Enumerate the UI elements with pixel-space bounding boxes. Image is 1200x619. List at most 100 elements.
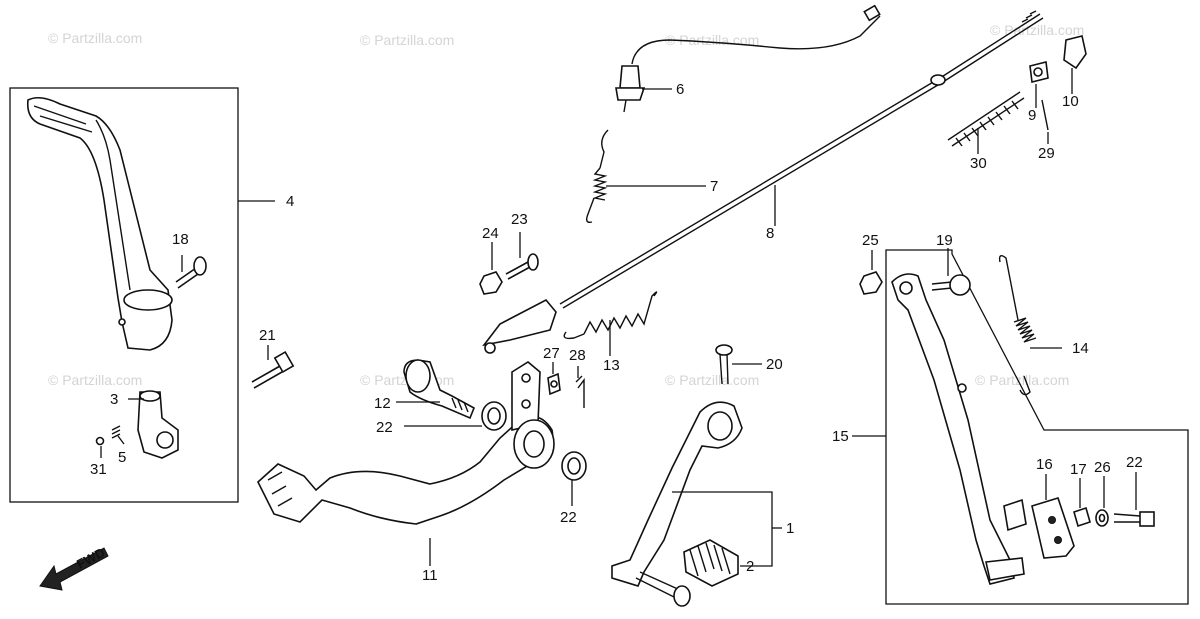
rod-clevis bbox=[482, 298, 557, 347]
shift-pedal-group: 1 2 bbox=[611, 401, 794, 607]
spring-5 bbox=[111, 425, 121, 439]
callout-20: 20 bbox=[766, 356, 783, 373]
rod-thread bbox=[1021, 10, 1037, 23]
kick-grip-ribs bbox=[33, 105, 131, 291]
spring-31 bbox=[947, 91, 1025, 147]
washer-28-hole bbox=[550, 380, 558, 388]
pedal-hole-1 bbox=[521, 373, 531, 383]
bolt-18-shaft bbox=[175, 267, 199, 289]
ball-32 bbox=[95, 436, 105, 446]
callout-19: 19 bbox=[936, 232, 953, 249]
callout-32: 31 bbox=[90, 461, 107, 478]
callout-22b: 22 bbox=[560, 509, 577, 526]
watermark: © Partzilla.com bbox=[990, 22, 1085, 38]
nut-25 bbox=[479, 271, 503, 295]
callout-11: 11 bbox=[422, 567, 438, 584]
callout-22a: 22 bbox=[376, 419, 393, 436]
leader-5 bbox=[117, 435, 125, 445]
callout-7: 7 bbox=[710, 178, 718, 195]
switch-wire bbox=[631, 15, 881, 65]
callout-8: 8 bbox=[766, 225, 774, 242]
shift-rubber-2 bbox=[683, 539, 739, 587]
switch-nut bbox=[615, 87, 646, 101]
brake-pedal-tread bbox=[267, 471, 293, 507]
callout-24: 23 bbox=[511, 211, 528, 228]
callout-9: 9 bbox=[1028, 107, 1036, 124]
watermark: © Partzilla.com bbox=[665, 372, 760, 388]
spring-13 bbox=[563, 291, 658, 340]
bolt-21-shaft bbox=[251, 365, 283, 389]
pivot-12-thread bbox=[451, 397, 469, 413]
bolt-24-shaft bbox=[505, 261, 531, 280]
side-stand-box bbox=[885, 249, 1189, 605]
pivot-12-head bbox=[405, 359, 431, 393]
bolt-21-group: 21 bbox=[251, 327, 295, 389]
kick-arm-pivot bbox=[118, 318, 126, 326]
callout-16: 16 bbox=[1036, 456, 1053, 473]
shift-pedal-clamp bbox=[707, 411, 733, 441]
kick-starter-box bbox=[9, 87, 239, 503]
fwd-arrow-icon bbox=[39, 547, 109, 591]
pivot-12-group: 12 22 22 bbox=[374, 359, 587, 526]
rod-joint bbox=[930, 74, 946, 86]
bolt-24-head bbox=[527, 253, 539, 271]
shift-peg-end bbox=[673, 585, 691, 607]
callout-10: 10 bbox=[1062, 93, 1079, 110]
fwd-label: FWD bbox=[74, 545, 107, 572]
brake-switch-group: 6 7 bbox=[585, 4, 881, 224]
bolt-18-head bbox=[193, 256, 207, 276]
callout-5: 5 bbox=[118, 449, 126, 466]
watermark: © Partzilla.com bbox=[360, 32, 455, 48]
bolt-19-head bbox=[949, 274, 971, 296]
spring-13-group: 13 bbox=[563, 291, 658, 374]
side-stand-bracket bbox=[1003, 498, 1027, 532]
washer-22b-hole bbox=[567, 457, 581, 475]
callout-2: 2 bbox=[746, 558, 754, 575]
bolt-20-group: 20 bbox=[715, 344, 783, 385]
brake-pedal-11 bbox=[257, 415, 554, 525]
pin-30 bbox=[1041, 99, 1049, 131]
callout-1: 1 bbox=[786, 520, 794, 537]
callout-3: 3 bbox=[110, 391, 118, 408]
side-stand-pivot bbox=[899, 281, 913, 295]
side-stand-group: 15 25 19 14 16 17 26 22 bbox=[832, 232, 1189, 605]
bolt-20-shaft bbox=[719, 353, 729, 385]
kick-boss-3-top bbox=[139, 390, 161, 402]
callout-26: 25 bbox=[862, 232, 879, 249]
cotter-pin-29 bbox=[575, 375, 585, 408]
watermark: © Partzilla.com bbox=[48, 30, 143, 46]
callout-15: 15 bbox=[832, 428, 849, 445]
shift-pedal-1 bbox=[611, 401, 743, 587]
side-stand-foot bbox=[985, 557, 1025, 581]
callout-17: 17 bbox=[1070, 461, 1087, 478]
leader-1-2 bbox=[672, 491, 773, 567]
side-stand-pin bbox=[957, 383, 967, 393]
fwd-indicator: FWD bbox=[39, 545, 109, 591]
washer-22a-hole bbox=[487, 407, 501, 425]
kick-starter-group: 4 18 3 5 31 bbox=[9, 87, 294, 503]
brake-pedal-arm-plate bbox=[511, 361, 541, 432]
bolt-20-head bbox=[715, 344, 733, 356]
brake-pedal-bore bbox=[523, 430, 545, 458]
callout-21: 21 bbox=[259, 327, 276, 344]
washer-27-hole bbox=[1098, 513, 1106, 523]
kick-boss-3 bbox=[137, 391, 179, 459]
nut-9-hole bbox=[1033, 67, 1043, 77]
brake-pedal-group: 11 bbox=[257, 361, 555, 584]
callout-12: 12 bbox=[374, 395, 391, 412]
bolt-23-head bbox=[1139, 511, 1155, 527]
bolt-21-head bbox=[273, 350, 295, 374]
rod-clevis-pin bbox=[484, 342, 496, 354]
bolt-23-shaft bbox=[1113, 513, 1141, 523]
brake-rod-group: 8 bbox=[482, 10, 1044, 354]
callout-29: 28 bbox=[569, 347, 586, 364]
callout-27: 26 bbox=[1094, 459, 1111, 476]
callout-28: 27 bbox=[543, 345, 560, 362]
switch-connector bbox=[863, 4, 881, 22]
kick-starter-arm bbox=[26, 96, 173, 351]
callout-6: 6 bbox=[676, 81, 684, 98]
rubber-pad-16 bbox=[1031, 497, 1075, 559]
washer-pin-28-29: 27 28 bbox=[543, 345, 586, 408]
pedal-hole-2 bbox=[521, 399, 531, 409]
